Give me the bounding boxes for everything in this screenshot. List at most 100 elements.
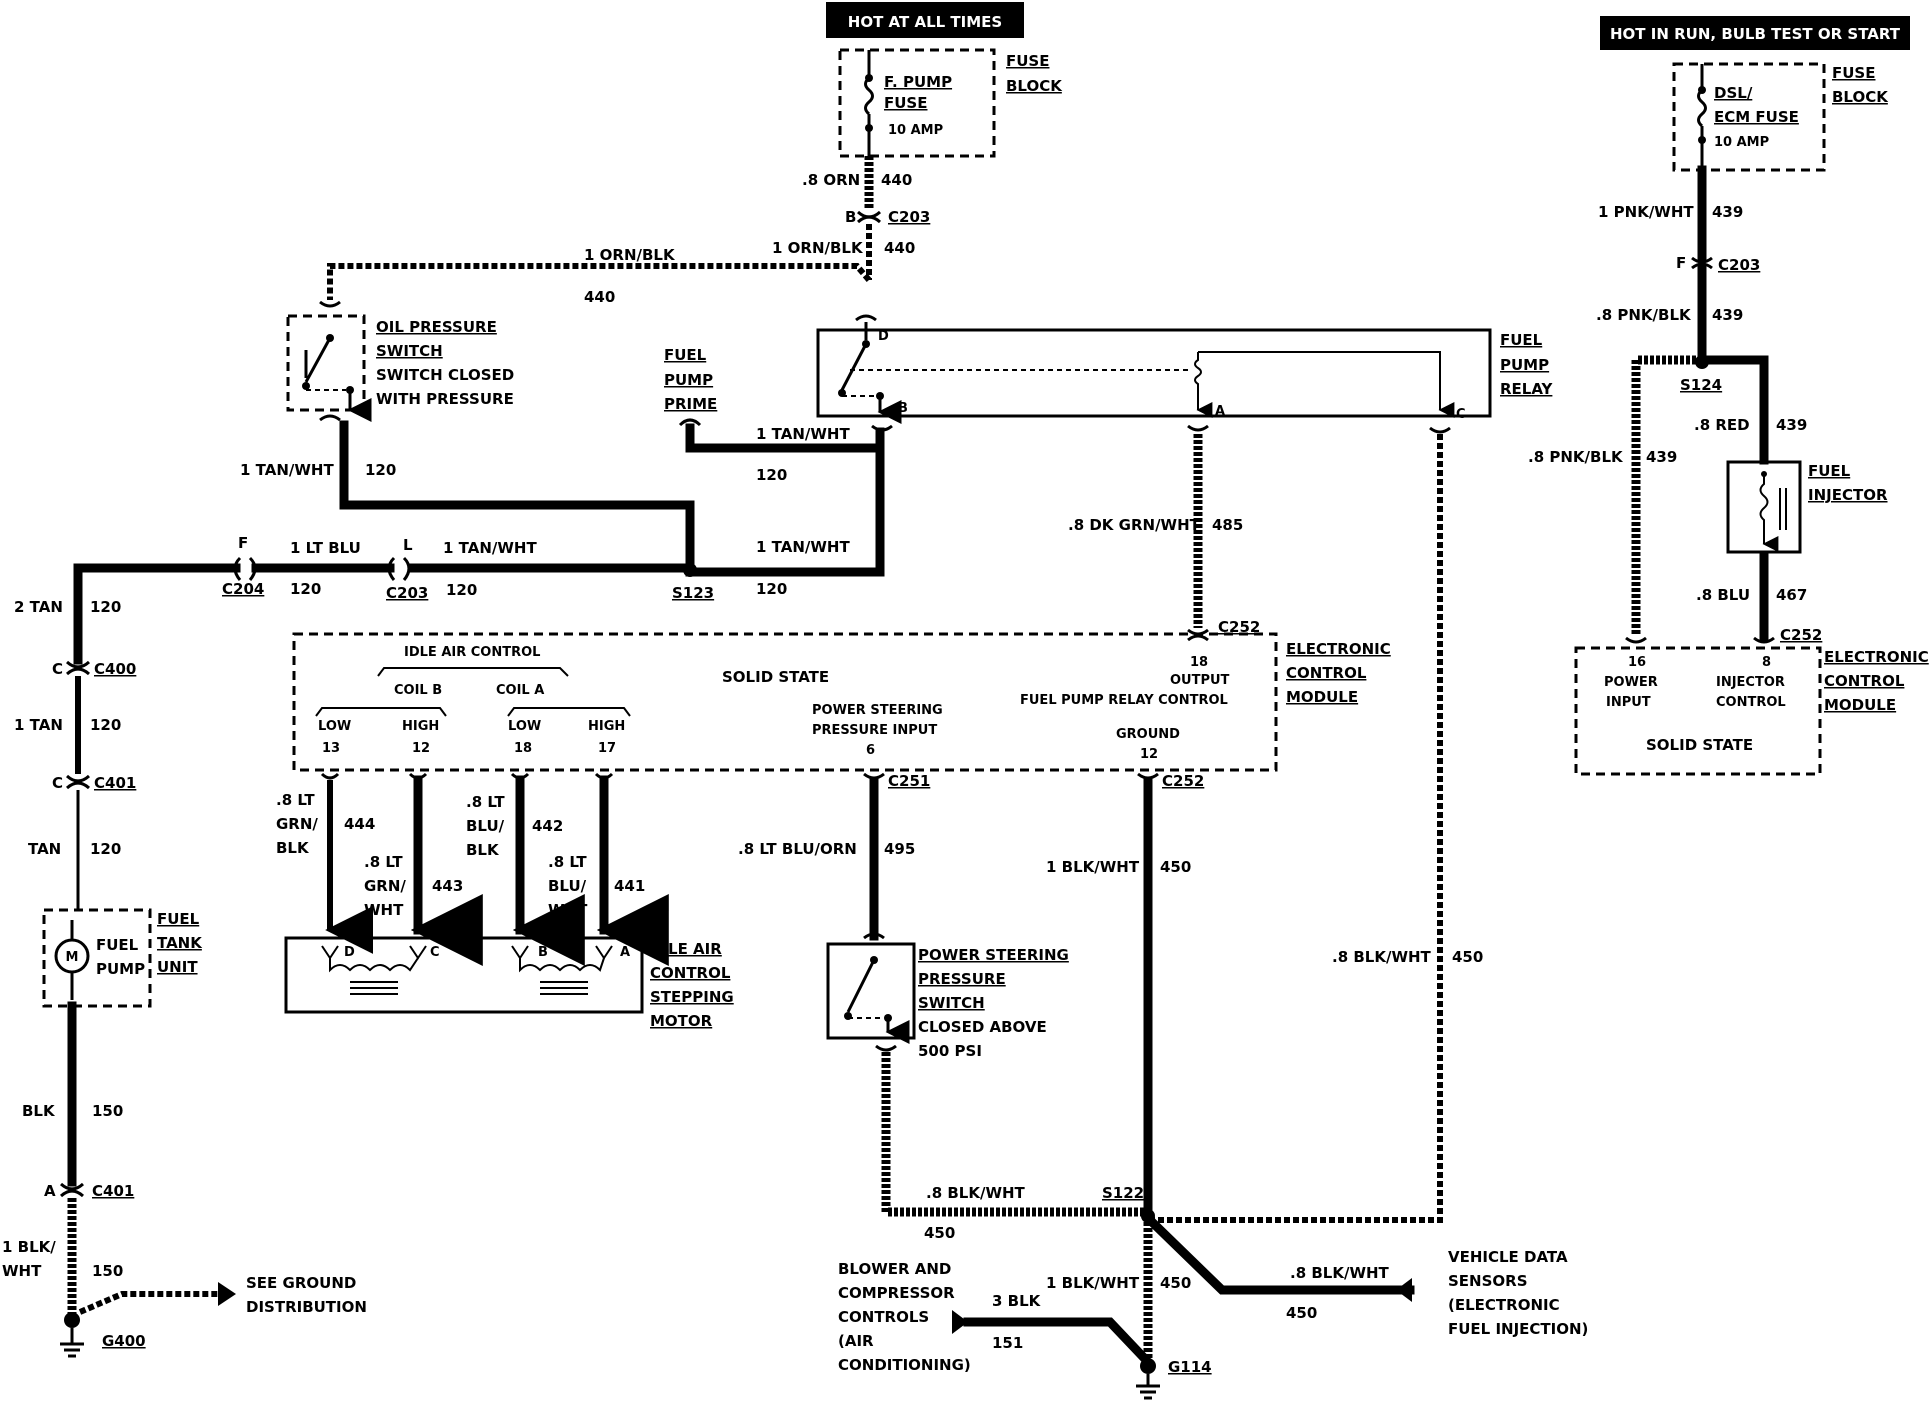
fuel-injector: FUEL INJECTOR — [1726, 460, 1888, 554]
svg-text:COIL B: COIL B — [394, 683, 442, 698]
svg-text:G400: G400 — [102, 1332, 146, 1350]
svg-text:OUTPUT: OUTPUT — [1170, 673, 1230, 688]
svg-text:C252: C252 — [1162, 772, 1204, 790]
svg-text:FUEL: FUEL — [1500, 331, 1543, 349]
wire-color: .8 LT — [548, 853, 587, 871]
svg-text:OIL PRESSURE: OIL PRESSURE — [376, 318, 497, 336]
fuel-pump-relay: D B A C FUEL PUMP RELAY — [816, 322, 1554, 424]
svg-text:INPUT: INPUT — [1606, 695, 1651, 710]
blower-label: (AIR — [838, 1332, 874, 1350]
ground-dist-label: SEE GROUND — [246, 1274, 356, 1292]
wire-circuit: 440 — [881, 171, 912, 189]
svg-text:G114: G114 — [1168, 1358, 1212, 1376]
svg-text:RELAY: RELAY — [1500, 380, 1554, 398]
svg-text:ELECTRONIC: ELECTRONIC — [1824, 648, 1929, 666]
svg-text:C203: C203 — [386, 584, 428, 602]
svg-text:C: C — [1456, 407, 1466, 422]
vds-label: SENSORS — [1448, 1272, 1528, 1290]
svg-text:SWITCH: SWITCH — [376, 342, 443, 360]
svg-text:C: C — [430, 945, 440, 960]
banner-text: HOT IN RUN, BULB TEST OR START — [1610, 25, 1901, 43]
wire-color: 1 TAN/WHT — [240, 461, 334, 479]
oil-pressure-switch: OIL PRESSURE SWITCH SWITCH CLOSED WITH P… — [286, 300, 514, 422]
wire-color: .8 BLK/WHT — [1290, 1264, 1390, 1282]
vds-label: FUEL INJECTION) — [1448, 1320, 1588, 1338]
svg-text:CONTROL: CONTROL — [1716, 695, 1786, 710]
wire-circuit: 441 — [614, 877, 645, 895]
wire-color: 1 TAN/WHT — [443, 539, 537, 557]
ecm-main: ELECTRONIC CONTROL MODULE SOLID STATE ID… — [292, 632, 1391, 772]
svg-text:S124: S124 — [1680, 376, 1722, 394]
svg-text:10 AMP: 10 AMP — [1714, 135, 1769, 150]
wire-color: 1 LT BLU — [290, 539, 361, 557]
motor-symbol: M — [66, 950, 79, 965]
svg-text:BLOCK: BLOCK — [1832, 88, 1889, 106]
fuel-tank-unit: M FUEL PUMP FUEL TANK UNIT — [42, 908, 203, 1008]
svg-text:C252: C252 — [1218, 618, 1260, 636]
svg-text:SOLID STATE: SOLID STATE — [1646, 736, 1753, 754]
wire-circuit: 439 — [1646, 448, 1677, 466]
wire-color: 1 TAN — [14, 716, 63, 734]
svg-text:INJECTOR: INJECTOR — [1716, 675, 1785, 690]
svg-text:D: D — [878, 329, 889, 344]
wire-circuit: 443 — [432, 877, 463, 895]
svg-text:TANK: TANK — [157, 934, 203, 952]
svg-text:L: L — [403, 536, 413, 554]
connector-c203-l: L C203 — [386, 536, 428, 602]
svg-text:PUMP: PUMP — [1500, 356, 1549, 374]
idle-air-control-motor: D C B A IDLE AIR CONTROL STEPPING MOTOR — [284, 936, 734, 1030]
svg-text:16: 16 — [1628, 655, 1646, 670]
fuse-block-right: DSL/ ECM FUSE 10 AMP FUSE BLOCK — [1672, 62, 1889, 172]
wire-color: .8 DK GRN/WHT — [1068, 516, 1201, 534]
wire-color: .8 BLU — [1696, 586, 1750, 604]
svg-text:CONTROL: CONTROL — [1286, 664, 1367, 682]
svg-text:PUMP: PUMP — [96, 960, 145, 978]
banner-hot-in-run: HOT IN RUN, BULB TEST OR START — [1600, 16, 1910, 50]
svg-text:CONTROL: CONTROL — [1824, 672, 1905, 690]
svg-text:DSL/: DSL/ — [1714, 84, 1753, 102]
svg-text:UNIT: UNIT — [157, 958, 198, 976]
svg-text:POWER STEERING: POWER STEERING — [918, 946, 1069, 964]
wire-color: BLU/ — [466, 817, 505, 835]
svg-text:IDLE AIR: IDLE AIR — [650, 940, 722, 958]
wire-circuit: 120 — [90, 598, 121, 616]
connector-c203-f: F C203 — [1676, 254, 1760, 274]
wire-color: .8 LT — [466, 793, 505, 811]
wire-color: GRN/ — [276, 815, 318, 833]
svg-text:A: A — [1215, 404, 1225, 419]
wire-color: .8 LT BLU/ORN — [738, 840, 857, 858]
vds-label: (ELECTRONIC — [1448, 1296, 1560, 1314]
svg-text:B: B — [898, 401, 908, 416]
wire-circuit: 440 — [584, 288, 615, 306]
svg-text:S123: S123 — [672, 584, 714, 602]
fuse-label: FUSE — [884, 94, 927, 112]
wire-circuit: 495 — [884, 840, 915, 858]
svg-text:FUEL: FUEL — [96, 936, 139, 954]
wire-circuit: 151 — [992, 1334, 1023, 1352]
svg-text:C: C — [52, 660, 63, 678]
svg-text:MODULE: MODULE — [1824, 696, 1896, 714]
power-steering-switch: POWER STEERING PRESSURE SWITCH CLOSED AB… — [826, 942, 1069, 1060]
wire-circuit: 120 — [756, 466, 787, 484]
svg-text:C401: C401 — [94, 774, 136, 792]
fuel-pump-prime-connector: FUEL PUMP PRIME — [664, 346, 717, 427]
wire-color: 1 ORN/BLK — [772, 239, 864, 257]
wire-circuit: 450 — [1160, 1274, 1191, 1292]
blower-label: CONTROLS — [838, 1308, 929, 1326]
connector-c401-c: C C401 — [52, 774, 136, 792]
wire-circuit: 120 — [756, 580, 787, 598]
connector-c204: F C204 — [222, 534, 264, 598]
svg-text:13: 13 — [322, 741, 340, 756]
wire-circuit: 439 — [1712, 203, 1743, 221]
svg-text:12: 12 — [1140, 747, 1158, 762]
svg-text:S122: S122 — [1102, 1184, 1144, 1202]
ecm-right: 16 POWER INPUT 8 INJECTOR CONTROL SOLID … — [1574, 646, 1929, 776]
svg-text:FUEL: FUEL — [1808, 462, 1851, 480]
fuse-rating: 10 AMP — [888, 123, 943, 138]
wire-circuit: 442 — [532, 817, 563, 835]
svg-text:B: B — [845, 208, 856, 226]
wire-color: 1 BLK/WHT — [1046, 1274, 1140, 1292]
wire-color: TAN — [28, 840, 61, 858]
svg-text:PRIME: PRIME — [664, 395, 717, 413]
wire-circuit: 120 — [90, 840, 121, 858]
